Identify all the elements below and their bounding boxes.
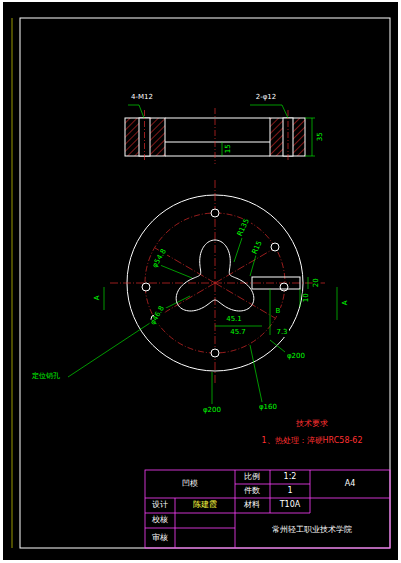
drawing-label: 件数 [243,487,261,496]
drawing-label: R135 [236,217,252,239]
frame [20,18,390,548]
drawing-label: φ200 [286,353,306,361]
drawing-label: 7.3 [275,329,288,337]
drawing-label: 35 [316,132,324,143]
drawing-label: R15 [251,239,265,257]
drawing-label: 常州轻工职业技术学院 [271,526,353,535]
drawing-label: 45.7 [229,329,247,337]
drawing-label: 1 [286,487,293,496]
drawing-label: A [93,295,101,302]
drawing-label: 比例 [243,473,261,482]
binding-line [12,18,13,548]
background [3,2,398,560]
drawing-label: 2-φ12 [255,94,278,102]
die-cavity [176,240,254,311]
drawing-label: A [341,300,349,307]
drawing-label: φ160 [258,404,278,412]
drawing-label: 技术要求 [295,420,329,429]
drawing-label: 4-M12 [130,94,154,102]
drawing-label: 1、热处理：淬硬HRC58-62 [260,437,363,446]
plan-view [68,180,337,404]
drawing-label: 定位销孔 [31,373,61,381]
drawing-label: 材料 [243,501,261,510]
drawing-label: φ200 [202,407,222,415]
drawing-label: A4 [344,480,357,489]
drawing-label: 审核 [151,534,169,543]
section-view [125,105,315,164]
drawing-label: φ46.8 [149,304,167,327]
drawing-label: 15 [224,144,232,155]
drawing-label: 45.1 [225,316,243,324]
drawing-label: T10A [279,501,302,510]
title-block [145,470,390,548]
drawing-label: φ54.8 [151,247,169,270]
drawing-label: 校核 [151,516,169,525]
drawing-label: 凹模 [181,480,199,489]
drawing-label: 20 [312,278,320,289]
drawing-label: 设计 [151,501,169,510]
drawing-label: B [275,308,282,316]
drawing-label: 陈建霞 [192,501,218,510]
drawing-label: 10 [302,293,310,304]
drawing-label: 1:2 [283,473,298,482]
